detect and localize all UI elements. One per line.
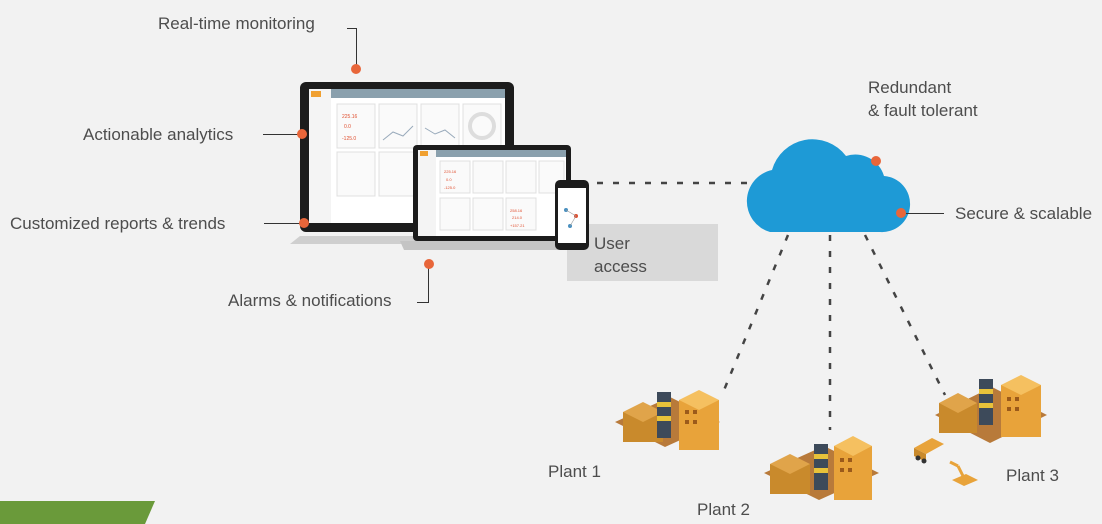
alarms-connector-v: [428, 266, 429, 303]
green-tab-decoration: [0, 501, 155, 524]
laptop-value-5: 214.0: [512, 215, 523, 220]
user-access-line-2: access: [594, 257, 647, 276]
redundant-label: Redundant & fault tolerant: [868, 76, 978, 122]
plant-2-label: Plant 2: [697, 500, 750, 519]
user-access-panel: [567, 224, 718, 281]
realtime-dot-icon: [351, 64, 361, 74]
monitor-value-2: 0.0: [344, 124, 351, 130]
plant-2-icon: [764, 436, 879, 500]
analytics-connector: [263, 134, 300, 135]
actionable-analytics-label: Actionable analytics: [83, 125, 234, 144]
alarms-notifications-label: Alarms & notifications: [228, 291, 392, 310]
realtime-connector-v: [356, 28, 357, 68]
connection-lines: [597, 181, 947, 430]
alarms-dot-icon: [424, 259, 434, 269]
laptop-value-1: 225.16: [444, 169, 457, 174]
reports-connector: [264, 223, 302, 224]
cloud-icon: [746, 139, 911, 233]
plant-1-icon: [615, 390, 720, 450]
realtime-connector-h: [347, 28, 357, 29]
alarms-connector-h: [417, 302, 428, 303]
cloud-plant1-link: [720, 234, 790, 396]
reports-trends-label: Customized reports & trends: [10, 214, 226, 233]
plant-3-label: Plant 3: [1006, 466, 1059, 485]
monitor-value-1: 225.16: [342, 114, 358, 120]
redundant-line-1: Redundant: [868, 78, 952, 97]
robot-arm-icon: [949, 460, 978, 486]
laptop-value-3: -125.0: [444, 185, 456, 190]
monitor-value-3: -125.0: [342, 136, 356, 142]
user-access-label: User access: [594, 232, 647, 278]
secure-dot-icon: [896, 208, 906, 218]
secure-connector: [906, 213, 944, 214]
laptop-icon: [400, 145, 584, 250]
realtime-monitoring-label: Real-time monitoring: [158, 14, 315, 33]
cloud-plant3-link: [863, 234, 947, 396]
redundant-dot-icon: [871, 156, 881, 166]
laptop-value-4: 258.16: [510, 208, 523, 213]
plant-3-icon: [935, 375, 1047, 443]
laptop-value-6: +157.21: [510, 223, 525, 228]
plant-1-label: Plant 1: [548, 462, 601, 481]
reports-dot-icon: [299, 218, 309, 228]
secure-scalable-label: Secure & scalable: [955, 204, 1093, 223]
analytics-dot-icon: [297, 129, 307, 139]
user-access-line-1: User: [594, 234, 630, 253]
redundant-line-2: & fault tolerant: [868, 101, 978, 120]
phone-icon: [555, 180, 589, 250]
laptop-value-2: 0.0: [446, 177, 452, 182]
truck-icon: [914, 438, 944, 464]
